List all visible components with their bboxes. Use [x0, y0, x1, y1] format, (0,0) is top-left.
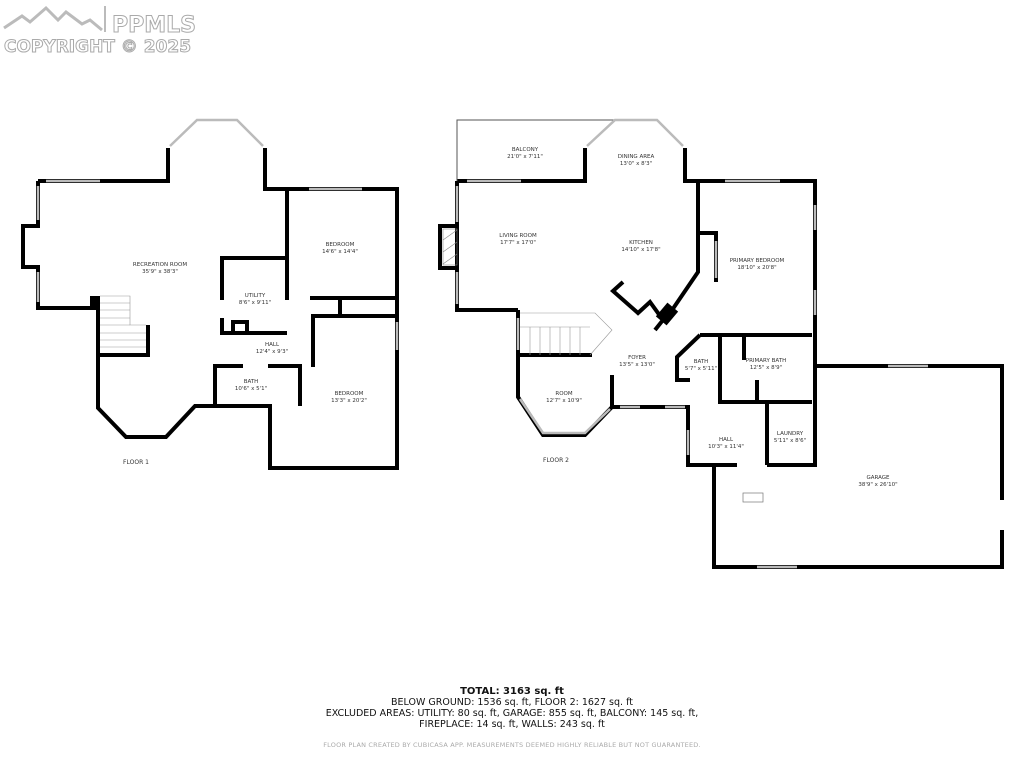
brand-text: PPMLS [112, 13, 196, 38]
disclaimer: FLOOR PLAN CREATED BY CUBICASA APP. MEAS… [323, 741, 701, 749]
floor-1-label: FLOOR 1 [123, 459, 149, 466]
floor-2-balcony-outline [456, 119, 615, 181]
excluded-areas: EXCLUDED AREAS: UTILITY: 80 sq. ft, GARA… [325, 708, 699, 719]
mountain-logo-icon: PPMLS COPYRIGHT © 2025 [3, 5, 197, 58]
floor-2-fireplace [442, 228, 458, 266]
floor-2-label: FLOOR 2 [543, 457, 569, 464]
total-area: TOTAL: 3163 sq. ft [460, 686, 564, 697]
floor-1-walls [21, 148, 399, 470]
floor-1-stairs [100, 295, 146, 348]
excluded-areas-cont: FIREPLACE: 14 sq. ft, WALLS: 243 sq. ft [419, 719, 605, 730]
copyright-text: COPYRIGHT © 2025 [4, 37, 191, 57]
ppmls-watermark-logo: PPMLS COPYRIGHT © 2025 [2, 2, 207, 62]
area-summary: TOTAL: 3163 sq. ft BELOW GROUND: 1536 sq… [0, 686, 1024, 730]
area-breakdown: BELOW GROUND: 1536 sq. ft, FLOOR 2: 1627… [391, 697, 633, 708]
floor-2-walls [438, 148, 1004, 569]
floor-1-windows [36, 118, 399, 350]
floor-2-chimney [655, 302, 679, 326]
floor-2-windows [455, 118, 928, 569]
floor-2-stairs [520, 312, 613, 356]
garage-fixture [742, 492, 764, 503]
floor-1-column [90, 296, 99, 308]
